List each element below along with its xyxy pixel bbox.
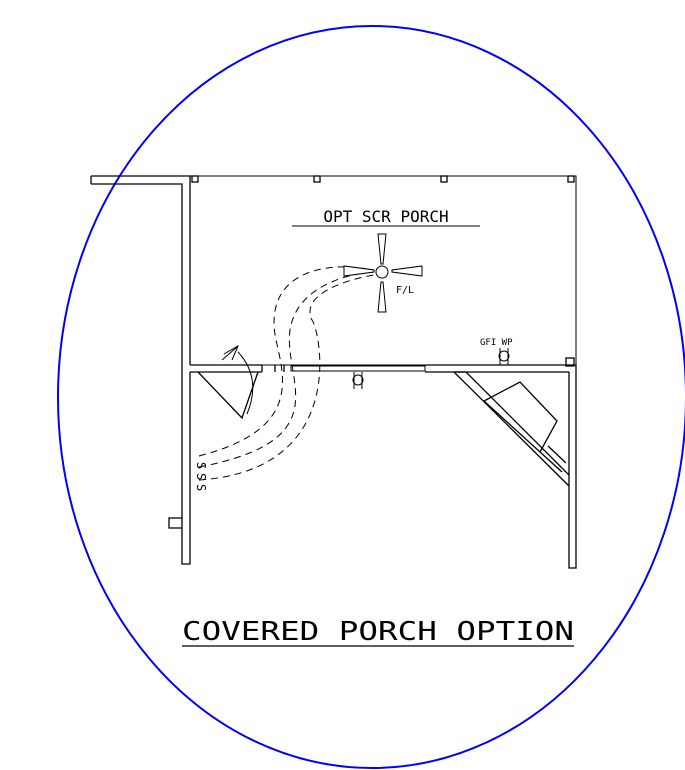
room-title: OPT SCR PORCH bbox=[323, 207, 448, 226]
duplex-outlet-icon bbox=[498, 348, 510, 365]
left-wall-bump bbox=[168, 517, 182, 529]
ceiling-fan-light-icon bbox=[343, 233, 423, 313]
fireplace-hearth-line bbox=[547, 445, 567, 464]
sliding-door bbox=[290, 365, 426, 372]
right-wall bbox=[568, 364, 577, 569]
option-title: COVERED PORCH OPTION bbox=[182, 617, 574, 647]
switch-icon: S bbox=[194, 462, 208, 469]
post-marker bbox=[440, 175, 448, 183]
switch-icon: S bbox=[194, 473, 208, 480]
post-marker bbox=[191, 175, 199, 183]
porch-walls bbox=[90, 175, 577, 569]
door-swing-icon bbox=[221, 344, 254, 415]
post-marker bbox=[565, 357, 575, 367]
angled-wall bbox=[453, 371, 570, 487]
angled-wall-inner bbox=[465, 371, 570, 476]
switch-icon: S bbox=[194, 484, 208, 491]
fireplace-box bbox=[482, 381, 558, 454]
highlight-ellipse bbox=[57, 25, 685, 769]
left-wall-inner-edge bbox=[91, 183, 191, 565]
post-marker bbox=[313, 175, 321, 183]
duplex-outlet-icon bbox=[352, 372, 364, 389]
switch-wiring bbox=[198, 266, 375, 481]
fireplace-hearth-line bbox=[539, 451, 563, 473]
door-panel bbox=[197, 371, 259, 420]
post-marker bbox=[567, 175, 575, 183]
fan-light-label: F/L bbox=[396, 285, 414, 296]
gfi-outlet-label: GFI WP bbox=[480, 338, 513, 348]
left-wall-top-edge bbox=[91, 175, 191, 365]
